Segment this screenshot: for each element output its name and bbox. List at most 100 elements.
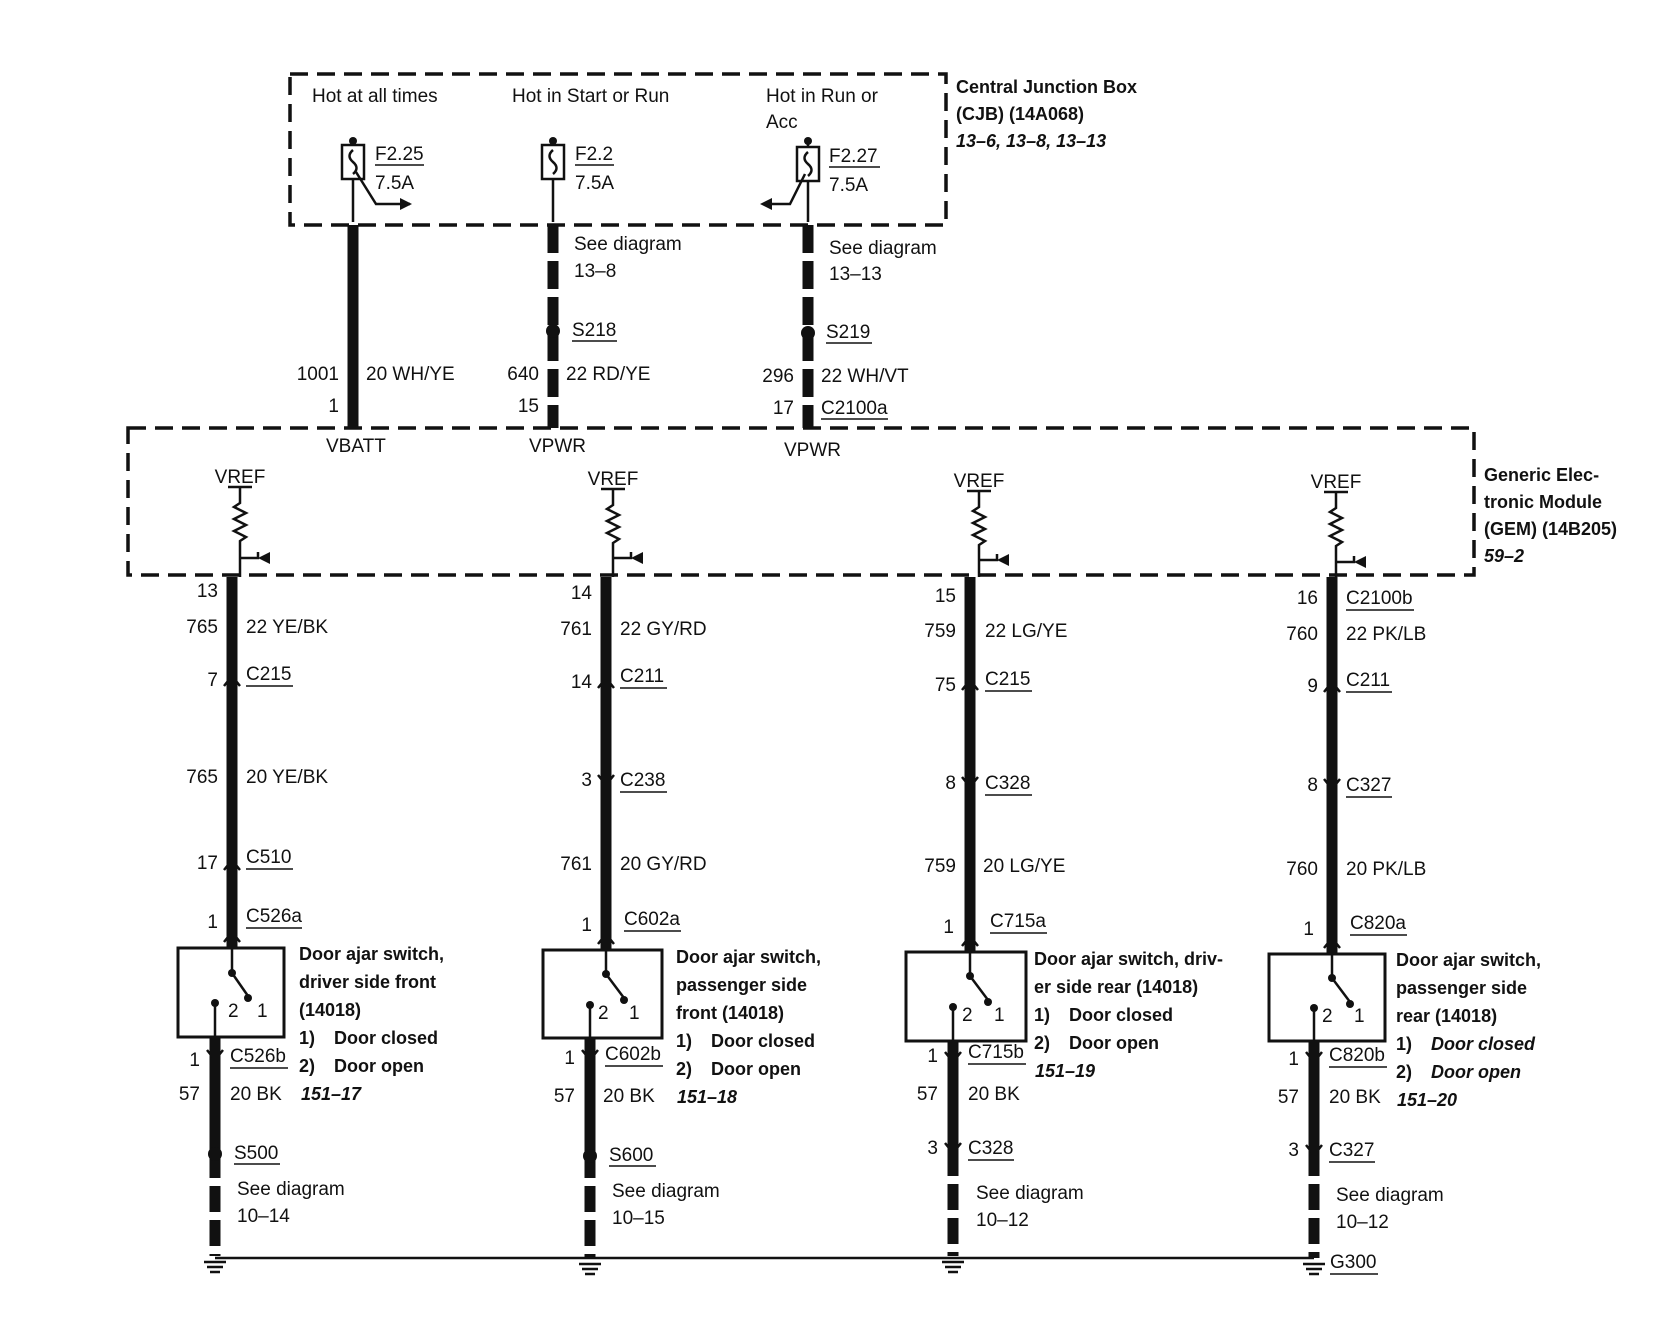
circuit-number: 759 xyxy=(924,856,956,877)
see-diagram-text: See diagram xyxy=(574,234,682,255)
see-diagram-ref: 10–14 xyxy=(237,1206,290,1227)
splice-dot-icon xyxy=(208,1147,222,1161)
connector-id: C327 xyxy=(1329,1140,1374,1161)
door-ajar-switch-icon xyxy=(541,948,664,1040)
switch-pin-1: 1 xyxy=(629,1003,640,1024)
wire-spec: 22 PK/LB xyxy=(1346,624,1426,645)
splice-dot-icon xyxy=(801,326,815,340)
state-1-label: Door closed xyxy=(1069,1005,1173,1025)
gem-connector-id: C2100b xyxy=(1346,588,1413,609)
wire-spec: 22 LG/YE xyxy=(985,621,1067,642)
switch-title-line-3: front (14018) xyxy=(676,1003,784,1023)
vref-label: VREF xyxy=(215,467,266,488)
fuse-id: F2.27 xyxy=(829,146,878,167)
switch-pin-1: 1 xyxy=(994,1005,1005,1026)
gem-outline xyxy=(126,426,1476,577)
connector-id: C211 xyxy=(620,666,664,687)
central-junction-box: Central Junction Box (CJB) (14A068) 13–6… xyxy=(288,72,1137,227)
connector-id: C211 xyxy=(1346,670,1390,691)
wire-spec: 22 GY/RD xyxy=(620,619,707,640)
switch-title-line-1: Door ajar switch, xyxy=(676,947,821,967)
connector-pin: 14 xyxy=(571,672,593,693)
branch-arrow-icon xyxy=(354,171,410,206)
splice-id: S600 xyxy=(609,1145,653,1166)
connector-id: C715a xyxy=(990,911,1046,932)
cjb-outline xyxy=(288,72,948,227)
feed-hot-label: Hot in Start or Run xyxy=(512,86,669,107)
vref-label: VREF xyxy=(588,469,639,490)
circuit-number: 759 xyxy=(924,621,956,642)
switch-contact-icon xyxy=(605,973,625,999)
see-diagram-ref: 13–13 xyxy=(829,264,882,285)
gem-pin: 14 xyxy=(571,583,593,604)
connector-pin: 1 xyxy=(581,915,592,936)
gem-title-line-3: (GEM) (14B205) xyxy=(1484,519,1617,539)
connector-pin: 1 xyxy=(927,1046,938,1067)
gem-pin: 13 xyxy=(197,581,218,602)
connector-pin: 1 xyxy=(1288,1049,1299,1070)
pull-up-resistor-icon xyxy=(970,491,988,554)
splice-id: S500 xyxy=(234,1143,278,1164)
input-arrow-icon xyxy=(997,554,1009,566)
see-diagram-ref: 10–12 xyxy=(976,1210,1029,1231)
switch-title-line-1: Door ajar switch, driv- xyxy=(1034,949,1223,969)
state-1-number: 1) xyxy=(1034,1005,1050,1025)
fuse-element-icon xyxy=(548,149,558,175)
diagram-ref: 151–18 xyxy=(677,1087,737,1107)
arrow-head-icon xyxy=(400,198,412,210)
fuse-rating: 7.5A xyxy=(829,175,868,196)
switch-title-line-2: passenger side xyxy=(1396,978,1527,998)
pull-up-resistor-icon xyxy=(604,489,622,552)
switch-pin-2: 2 xyxy=(228,1001,239,1022)
circuit-number: 761 xyxy=(560,854,592,875)
connector-id: C2100a xyxy=(821,398,888,419)
power-feed-vbatt: Hot at all times F2.25 7.5A 1001 20 WH/Y… xyxy=(297,86,455,457)
state-1-number: 1) xyxy=(676,1031,692,1051)
see-diagram-text: See diagram xyxy=(829,238,937,259)
feed-hot-label-2: Acc xyxy=(766,112,798,133)
connector-id: C820a xyxy=(1350,913,1406,934)
connector-id: C238 xyxy=(620,770,665,791)
switch-pin-2: 2 xyxy=(598,1003,609,1024)
connector-icon xyxy=(1305,1051,1323,1065)
wire-spec: 20 YE/BK xyxy=(246,767,328,788)
splice-id: S218 xyxy=(572,320,616,341)
connector-id: C526a xyxy=(246,906,302,927)
pin-number: 15 xyxy=(518,396,539,417)
switch-title-line-3: rear (14018) xyxy=(1396,1006,1497,1026)
fuse-terminal-icon xyxy=(804,137,812,145)
door-circuit-driver-front: VREF 13 765 22 YE/BK 7 C215 765 20 YE/BK… xyxy=(176,467,444,1274)
state-2-label: Door open xyxy=(711,1059,801,1079)
connector-icon xyxy=(223,929,241,943)
wire-spec: 20 BK xyxy=(603,1086,655,1107)
connector-pin: 1 xyxy=(564,1048,575,1069)
circuit-number: 761 xyxy=(560,619,592,640)
connector-icon xyxy=(961,677,979,691)
fuse-element-icon xyxy=(803,151,813,177)
connector-pin: 8 xyxy=(1307,775,1318,796)
connector-id: C328 xyxy=(985,773,1030,794)
gem-title-line-1: Generic Elec- xyxy=(1484,465,1599,485)
circuit-number: 765 xyxy=(186,767,218,788)
connector-icon xyxy=(944,1051,962,1065)
branch-arrow-icon xyxy=(764,173,807,206)
switch-pin-2: 2 xyxy=(1322,1006,1333,1027)
wire-spec: 20 BK xyxy=(230,1084,282,1105)
switch-contact-icon xyxy=(1331,977,1351,1003)
door-circuit-passenger-front: VREF 14 761 22 GY/RD 14 C211 3 C238 761 … xyxy=(541,469,821,1276)
fuse-id: F2.25 xyxy=(375,144,424,165)
fuse-terminal-icon xyxy=(549,137,557,145)
connector-pin: 75 xyxy=(935,675,956,696)
connector-pin: 3 xyxy=(581,770,592,791)
wire-spec: 20 PK/LB xyxy=(1346,859,1426,880)
fuse-terminal-icon xyxy=(349,137,357,145)
door-circuit-passenger-rear: VREF 16 C2100b 760 22 PK/LB 9 C211 8 C32… xyxy=(1267,472,1541,1276)
switch-pin-2: 2 xyxy=(962,1005,973,1026)
connector-icon xyxy=(223,673,241,687)
connector-icon xyxy=(223,857,241,871)
fuse-rating: 7.5A xyxy=(375,173,414,194)
state-2-number: 2) xyxy=(676,1059,692,1079)
state-2-label: Door open xyxy=(1069,1033,1159,1053)
connector-pin: 7 xyxy=(207,670,218,691)
diagram-ref: 151–19 xyxy=(1035,1061,1095,1081)
